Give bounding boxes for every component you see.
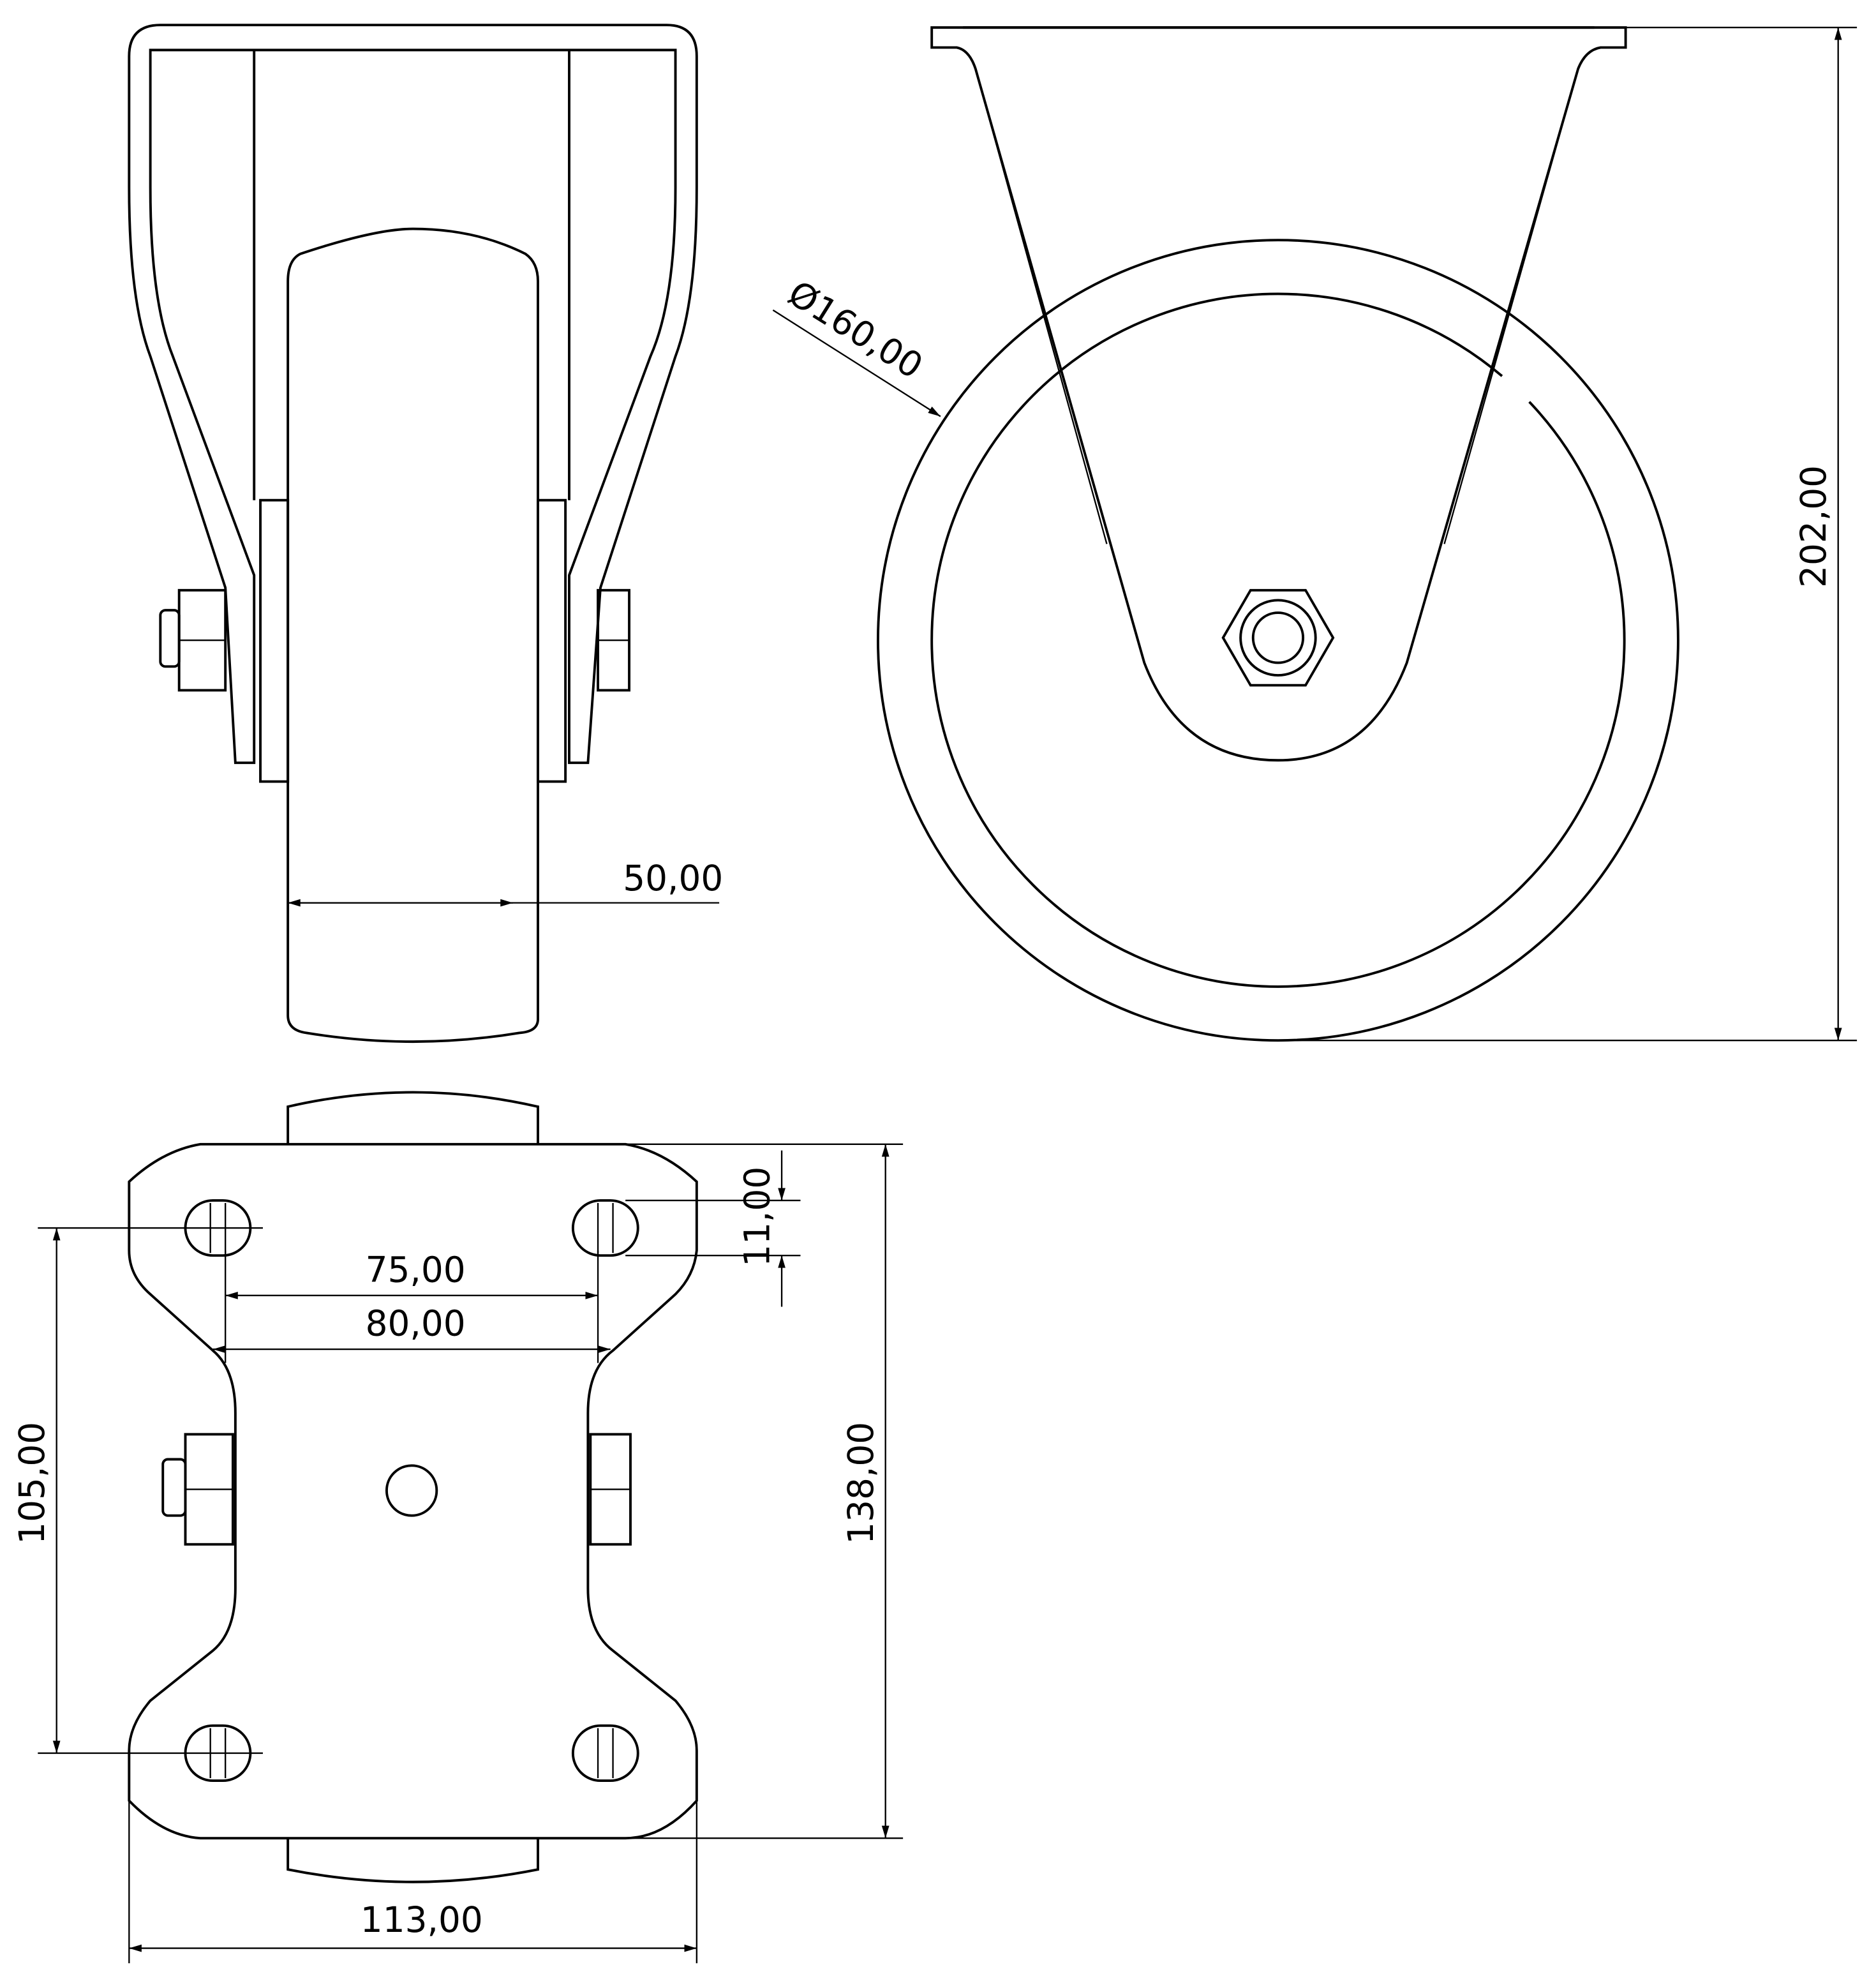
- bracket-outline: [128, 24, 698, 765]
- axle: [1251, 611, 1305, 664]
- wheel-bottom: [287, 1838, 539, 1883]
- hub-right: [537, 498, 567, 783]
- center-hole: [385, 1464, 438, 1517]
- wheel-inner: [930, 292, 1626, 988]
- top-view: 75,00 80,00 11,00 105,00 138,00 113,00: [11, 1091, 904, 1964]
- dim-hole-slot: 11,00: [736, 1167, 777, 1267]
- dim-plate-width: 113,00: [361, 1899, 483, 1940]
- front-view: 50,00: [128, 24, 723, 1043]
- dim-plate-hole-length: 105,00: [11, 1422, 52, 1544]
- wheel-top: [287, 1091, 539, 1144]
- side-view: Ø160,00 202,00: [772, 26, 1857, 1042]
- dim-overall-height: 202,00: [1793, 465, 1834, 588]
- wheel: [287, 227, 539, 1043]
- hex-nut: [1221, 588, 1335, 687]
- top-plate: [128, 1142, 698, 1840]
- wheel-outer: [876, 239, 1679, 1042]
- axle-washer: [1239, 599, 1317, 677]
- dim-wheel-width: 50,00: [623, 858, 723, 899]
- dim-hole-spacing-80: 80,00: [366, 1303, 466, 1344]
- dim-hole-spacing-75: 75,00: [366, 1249, 466, 1290]
- dim-plate-length: 138,00: [840, 1422, 881, 1544]
- hub-left: [259, 498, 290, 783]
- axle-end: [159, 609, 181, 668]
- bracket-side: [930, 26, 1627, 762]
